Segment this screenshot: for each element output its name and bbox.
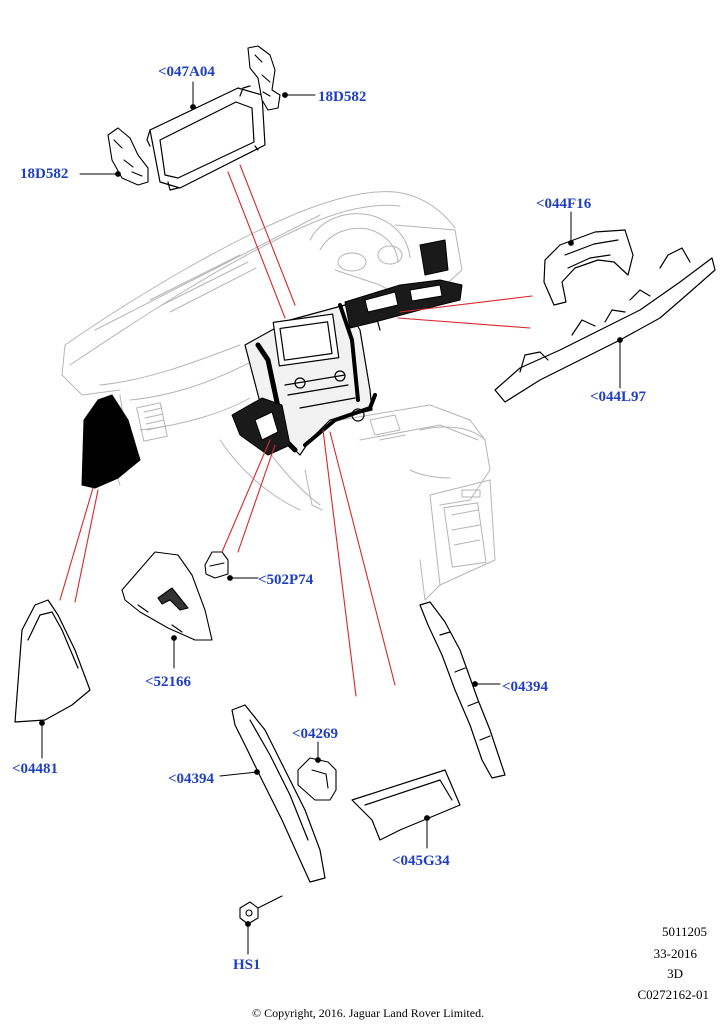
part-pillar-right-04394 (419, 601, 506, 779)
callout-04394-left[interactable]: <04394 (168, 771, 215, 787)
dashboard-outline (61, 191, 496, 601)
callout-04394-right[interactable]: <04394 (502, 679, 549, 695)
callout-044F16[interactable]: <044F16 (536, 196, 592, 212)
instrument-trim (344, 239, 463, 329)
callout-leaders (39, 81, 623, 955)
callout-18D582-left[interactable]: 18D582 (20, 166, 69, 182)
ref-line-2: 33-2016 (653, 946, 697, 961)
part-bracket-04269 (297, 757, 337, 801)
red-leader-lines (59, 164, 533, 697)
callout-047A04[interactable]: <047A04 (158, 64, 215, 80)
callout-52166[interactable]: <52166 (145, 674, 192, 690)
part-clip-502P74 (204, 551, 229, 579)
part-cross-member-044L97 (494, 247, 716, 403)
ref-line-4: C0272162-01 (637, 987, 710, 1002)
part-bolt-HS1 (239, 895, 283, 925)
ref-line-1: 5011205 (661, 924, 707, 939)
part-pillar-left-04394 (231, 704, 326, 883)
part-bracket-top (247, 45, 281, 111)
part-bracket-left (107, 127, 149, 186)
callout-04481[interactable]: <04481 (12, 761, 59, 777)
callout-HS1[interactable]: HS1 (233, 957, 261, 973)
callout-502P74[interactable]: <502P74 (258, 572, 314, 588)
part-trim-52166 (121, 551, 213, 641)
part-kick-panel-04481 (14, 599, 91, 723)
callout-044L97[interactable]: <044L97 (590, 389, 647, 405)
part-tray-045G34 (351, 769, 461, 841)
callout-04269[interactable]: <04269 (292, 726, 339, 742)
callout-18D582-top[interactable]: 18D582 (318, 89, 367, 105)
part-display-screen (146, 85, 266, 191)
part-cowl-044F16 (543, 229, 634, 306)
lower-left-trim (231, 397, 291, 456)
copyright-notice: © Copyright, 2016. Jaguar Land Rover Lim… (252, 1006, 485, 1020)
callout-045G34[interactable]: <045G34 (392, 853, 450, 869)
ref-line-3: 3D (667, 966, 683, 981)
left-kick-panel (81, 394, 141, 489)
